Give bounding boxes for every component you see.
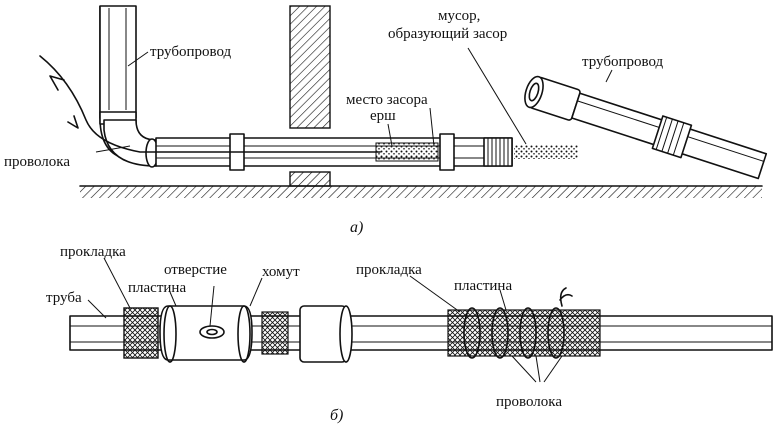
wound-section-right	[447, 287, 601, 359]
threaded-pipe-end	[483, 137, 513, 167]
label-gasket-left: прокладка	[60, 244, 126, 260]
label-hole: отверстие	[164, 262, 227, 278]
part-b-figure: прокладка труба пластина отверстие хомут…	[46, 244, 773, 424]
label-plate-left: пластина	[128, 280, 186, 296]
label-wire-b: проволока	[496, 394, 562, 410]
label-debris-line1: мусор,	[438, 8, 480, 24]
loose-pipe-right	[524, 75, 768, 180]
caption-a: а)	[350, 219, 363, 236]
label-pipeline-left: трубопровод	[150, 44, 232, 60]
brush-in-pipe	[375, 142, 439, 162]
label-gasket-right: прокладка	[356, 262, 422, 278]
label-clog-place: место засора	[346, 92, 428, 108]
caption-b: б)	[330, 407, 343, 424]
label-wire-a: проволока	[4, 154, 70, 170]
leader-lines-b	[87, 257, 563, 383]
wall	[289, 5, 331, 187]
part-a-figure: трубопровод проволока место засора ерш м…	[4, 5, 768, 236]
label-pipe: труба	[46, 290, 82, 306]
gasket-right-small	[261, 311, 289, 355]
floor-slab	[79, 185, 763, 198]
coupling	[299, 305, 353, 363]
label-clamp: хомут	[262, 264, 300, 280]
label-brush: ерш	[370, 108, 396, 124]
label-pipeline-right: трубопровод	[582, 54, 664, 70]
label-debris-line2: образующий засор	[388, 26, 507, 42]
plate-left	[159, 305, 253, 361]
clamp-rings	[163, 305, 251, 363]
debris	[514, 145, 578, 159]
leader-lines-a	[95, 47, 613, 153]
elbow-fitting	[103, 119, 159, 168]
wire	[39, 55, 381, 153]
label-plate-right: пластина	[454, 278, 512, 294]
gasket-left	[123, 307, 159, 359]
